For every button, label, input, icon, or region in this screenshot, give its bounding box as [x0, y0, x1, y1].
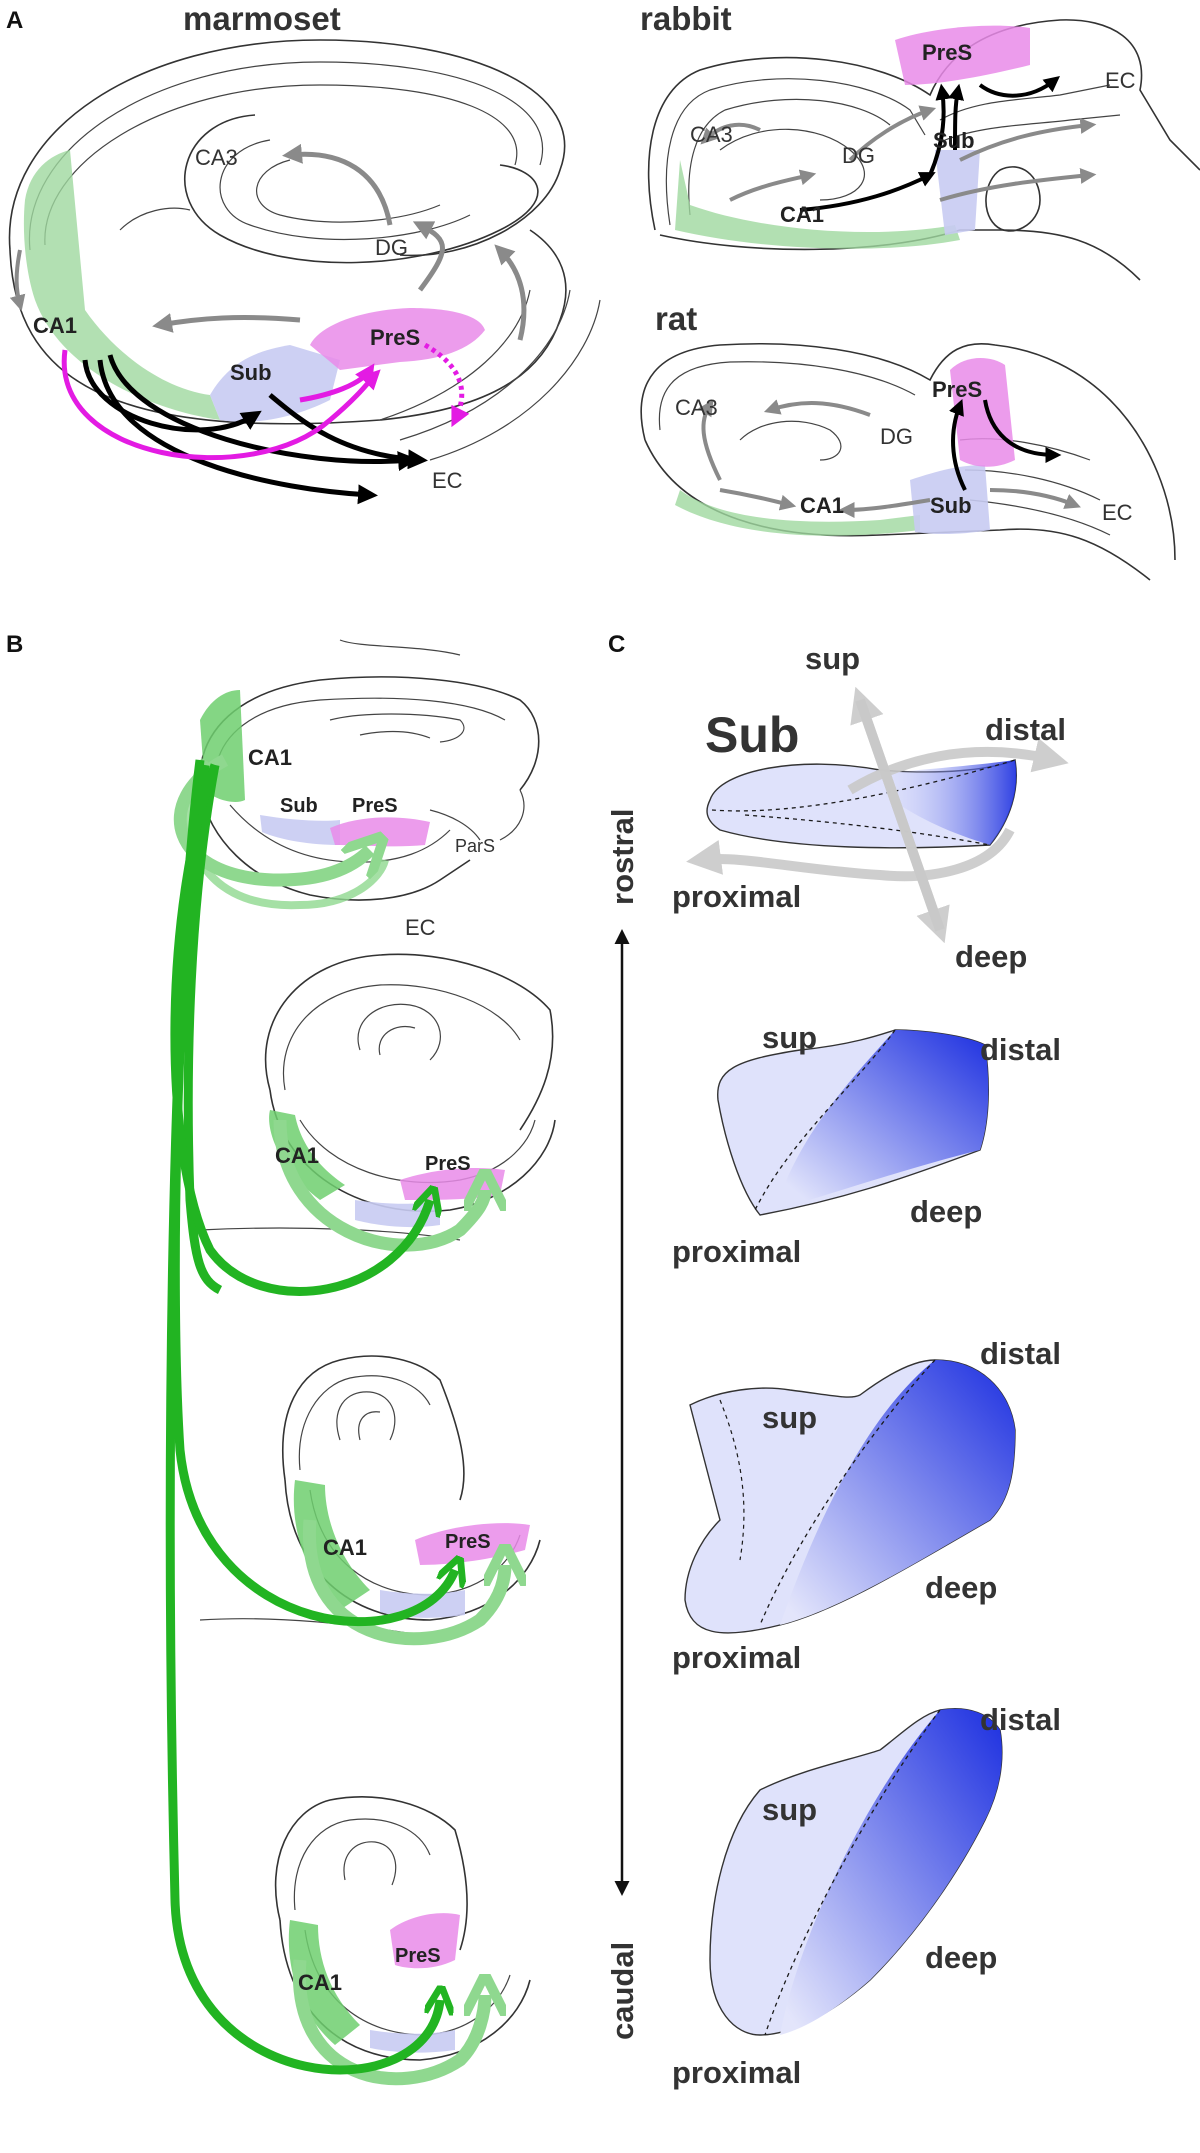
c2-deep-label: deep — [910, 1194, 982, 1229]
caudal-label: caudal — [605, 1942, 640, 2040]
rabbit-sub-region — [935, 150, 980, 235]
marmoset-sub-region — [210, 345, 340, 422]
b1-ca1-label: CA1 — [248, 745, 292, 770]
marmoset-ca1-region — [23, 150, 221, 420]
rostral-caudal-axis: rostral caudal — [605, 809, 640, 2040]
c1-deep-label: deep — [955, 939, 1027, 974]
b1-sub-label: Sub — [280, 795, 318, 817]
c1-proximal-label: proximal — [672, 879, 801, 914]
marmoset-ec-label: EC — [432, 468, 463, 493]
c4-proximal-label: proximal — [672, 2055, 801, 2090]
rat-pres-region — [950, 358, 1015, 467]
c3-distal-label: distal — [980, 1336, 1061, 1371]
panel-b-section-2: CA1 PreS — [199, 953, 556, 1252]
b3-pres-label: PreS — [445, 1531, 491, 1553]
c-section-1: Sub sup distal proximal deep — [672, 641, 1069, 974]
rabbit-ca3-label: CA3 — [690, 122, 733, 147]
rabbit-diagram: rabbit CA3 DG CA1 Sub PreS EC — [640, 0, 1200, 281]
b3-ca1-region — [293, 1480, 370, 1610]
rabbit-ca1-label: CA1 — [780, 202, 824, 227]
c2-proximal-label: proximal — [672, 1234, 801, 1269]
rostral-label: rostral — [605, 809, 640, 905]
rat-sub-region — [910, 465, 990, 535]
b3-ca1-label: CA1 — [323, 1535, 367, 1560]
rabbit-pres-label: PreS — [922, 40, 972, 65]
b4-ca1-label: CA1 — [298, 1970, 342, 1995]
rabbit-title: rabbit — [640, 0, 732, 37]
b2-ca1-label: CA1 — [275, 1143, 319, 1168]
b4-pres-region — [390, 1913, 460, 1969]
marmoset-diagram: marmoset CA3 DG CA1 Sub — [8, 0, 601, 505]
rat-title: rat — [655, 300, 697, 337]
sub-title: Sub — [705, 707, 799, 763]
c3-sup-label: sup — [762, 1400, 817, 1435]
b4-sub-region — [370, 2030, 455, 2053]
rabbit-pres-region — [895, 25, 1030, 85]
rat-dg-label: DG — [880, 424, 913, 449]
panel-b-section-1: CA1 Sub PreS ParS EC — [173, 639, 540, 940]
marmoset-title: marmoset — [183, 0, 341, 37]
panel-b-letter: B — [6, 631, 23, 658]
rabbit-ec-label: EC — [1105, 68, 1136, 93]
rat-sub-label: Sub — [930, 493, 972, 518]
c2-distal-label: distal — [980, 1032, 1061, 1067]
rat-pres-label: PreS — [932, 377, 982, 402]
c4-distal-label: distal — [980, 1702, 1061, 1737]
panel-b-section-3: CA1 PreS — [199, 1355, 541, 1646]
c-section-2: sup distal deep proximal — [672, 1020, 1061, 1269]
b1-ec-label: EC — [405, 915, 436, 940]
marmoset-dg-label: DG — [375, 235, 408, 260]
rat-ca3-label: CA3 — [675, 395, 718, 420]
c-section-4: sup distal deep proximal — [672, 1702, 1061, 2090]
panel-c-letter: C — [608, 631, 625, 658]
marmoset-ca3-label: CA3 — [195, 145, 238, 170]
rat-ca1-region — [675, 490, 920, 536]
b1-pars-label: ParS — [455, 836, 495, 856]
b4-ca1-region — [288, 1920, 360, 2045]
rat-diagram: rat CA3 DG CA1 Sub PreS EC — [640, 300, 1176, 581]
panel-b-section-4: CA1 PreS — [274, 1796, 531, 2086]
b1-sub-region — [260, 815, 340, 845]
rat-ca1-label: CA1 — [800, 493, 844, 518]
marmoset-ca1-label: CA1 — [33, 313, 77, 338]
c1-sup-label: sup — [805, 641, 860, 676]
c4-deep-label: deep — [925, 1940, 997, 1975]
c1-distal-label: distal — [985, 712, 1066, 747]
marmoset-sub-label: Sub — [230, 360, 272, 385]
rabbit-ca1-region — [675, 160, 960, 249]
b-longrange-green-arrows — [165, 759, 455, 2075]
b2-ca1-region — [269, 1110, 345, 1200]
c3-proximal-label: proximal — [672, 1640, 801, 1675]
rabbit-dg-label: DG — [842, 143, 875, 168]
rat-ec-label: EC — [1102, 500, 1133, 525]
c2-sup-label: sup — [762, 1020, 817, 1055]
panel-a-letter: A — [6, 7, 23, 34]
b2-pres-label: PreS — [425, 1153, 471, 1175]
b1-pres-label: PreS — [352, 795, 398, 817]
c-section-3: sup distal deep proximal — [672, 1336, 1061, 1675]
marmoset-pres-label: PreS — [370, 325, 420, 350]
c4-sup-label: sup — [762, 1792, 817, 1827]
b1-pres-region — [330, 817, 430, 847]
rabbit-sub-label: Sub — [933, 128, 975, 153]
b4-pres-label: PreS — [395, 1945, 441, 1967]
c3-deep-label: deep — [925, 1570, 997, 1605]
